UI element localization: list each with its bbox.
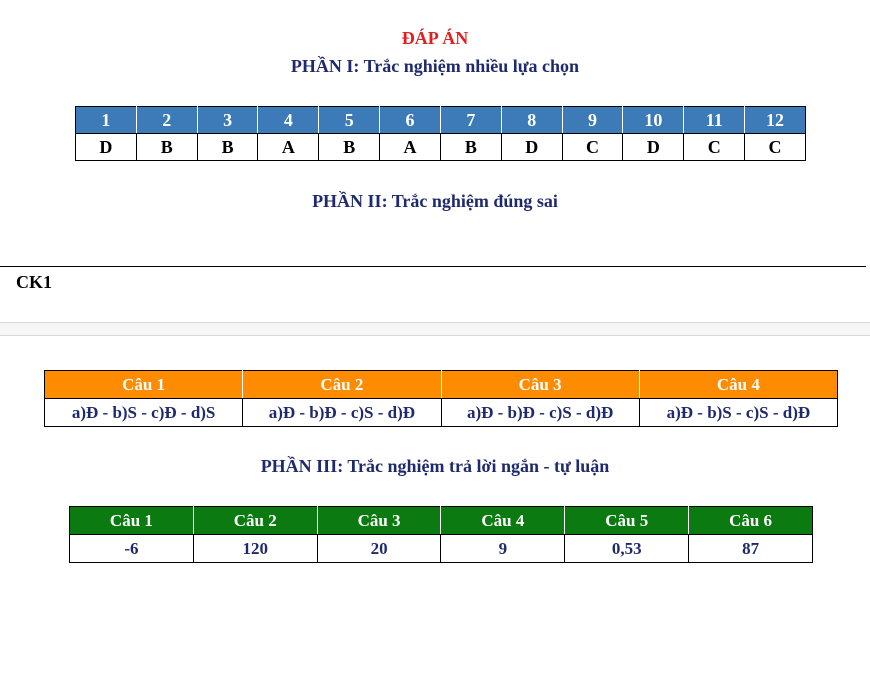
question-number: 5 [318,106,381,134]
page-separator [0,322,870,336]
answer-cell: 120 [192,534,318,563]
question-header: Câu 5 [564,506,690,535]
question-header: Câu 4 [638,370,839,399]
question-header: Câu 3 [316,506,442,535]
answer-cell: D [500,133,563,161]
answer-cell: B [439,133,502,161]
answer-cell: A [379,133,441,161]
question-header: Câu 1 [43,370,244,399]
answer-cell: B [196,133,259,161]
answer-cell: 0,53 [564,534,690,563]
answer-cell: C [744,133,806,161]
part1-heading: PHẦN I: Trắc nghiệm nhiều lựa chọn [290,56,580,76]
answer-cell: a)Đ - b)Đ - c)S - d)Đ [440,398,640,427]
question-number: 2 [135,106,198,134]
question-header: Câu 2 [192,506,318,535]
question-number: 12 [744,106,806,134]
answer-cell: a)Đ - b)S - c)Đ - d)S [43,398,244,427]
question-number: 6 [379,106,441,134]
divider-line [0,266,866,267]
part3-heading: PHẦN III: Trắc nghiệm trả lời ngắn - tự … [260,456,610,476]
answer-cell: D [75,133,137,161]
part3-answer-table: Câu 1 Câu 2 Câu 3 Câu 4 Câu 5 Câu 6 -6 1… [69,506,813,563]
part3-question-row: Câu 1 Câu 2 Câu 3 Câu 4 Câu 5 Câu 6 [69,506,813,535]
answer-cell: 87 [688,534,813,563]
part1-answer-table: 1 2 3 4 5 6 7 8 9 10 11 12 D B B A B A B… [75,106,806,161]
part2-heading: PHẦN II: Trắc nghiệm đúng sai [312,191,558,211]
section-label: CK1 [16,272,52,292]
question-number: 8 [500,106,563,134]
answer-cell: -6 [69,534,194,563]
part2-answer-row: a)Đ - b)S - c)Đ - d)S a)Đ - b)Đ - c)S - … [43,398,839,427]
answer-cell: D [622,133,685,161]
question-number: 11 [683,106,746,134]
answer-cell: 20 [316,534,442,563]
question-number: 1 [75,106,137,134]
answer-cell: a)Đ - b)S - c)S - d)Đ [638,398,839,427]
question-number: 4 [257,106,320,134]
part1-number-row: 1 2 3 4 5 6 7 8 9 10 11 12 [75,106,806,134]
part2-answer-table: Câu 1 Câu 2 Câu 3 Câu 4 a)Đ - b)S - c)Đ … [43,370,839,427]
answer-cell: C [561,133,624,161]
question-number: 10 [622,106,685,134]
question-header: Câu 2 [242,370,442,399]
question-number: 7 [439,106,502,134]
answer-cell: C [683,133,746,161]
question-header: Câu 3 [440,370,640,399]
part2-question-row: Câu 1 Câu 2 Câu 3 Câu 4 [43,370,839,399]
part3-answer-row: -6 120 20 9 0,53 87 [69,534,813,563]
answer-cell: B [318,133,381,161]
answer-cell: 9 [440,534,566,563]
question-header: Câu 6 [688,506,813,535]
question-header: Câu 1 [69,506,194,535]
answer-cell: a)Đ - b)Đ - c)S - d)Đ [242,398,442,427]
question-number: 9 [561,106,624,134]
part1-answer-row: D B B A B A B D C D C C [75,133,806,161]
answer-cell: A [257,133,320,161]
answer-cell: B [135,133,198,161]
question-number: 3 [196,106,259,134]
page-title: ĐÁP ÁN [401,28,469,48]
question-header: Câu 4 [440,506,566,535]
